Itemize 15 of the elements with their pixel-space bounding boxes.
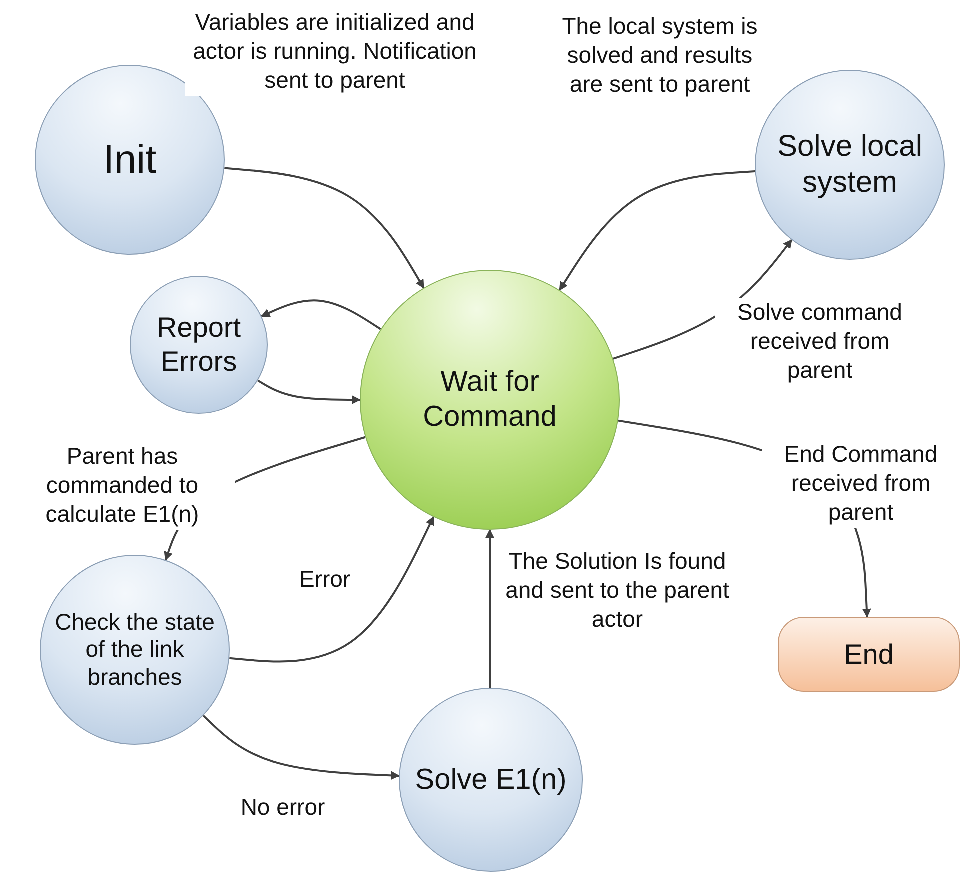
state-name: Wait for Command [422,365,558,435]
state-name: End [844,638,894,672]
end-terminal [778,617,960,692]
state-name: Solve E1(n) [415,762,567,798]
state-name: Check the state of the link branches [54,608,216,692]
arrow [202,715,400,780]
state-name: Report Errors [156,311,242,379]
state-name: Init [103,137,157,184]
state-name: Solve local system [776,129,924,201]
arrow [230,516,434,663]
arrow [258,380,361,404]
arrow [224,167,425,289]
arrow [558,170,756,292]
arrow [486,529,494,688]
arrow [261,300,382,330]
